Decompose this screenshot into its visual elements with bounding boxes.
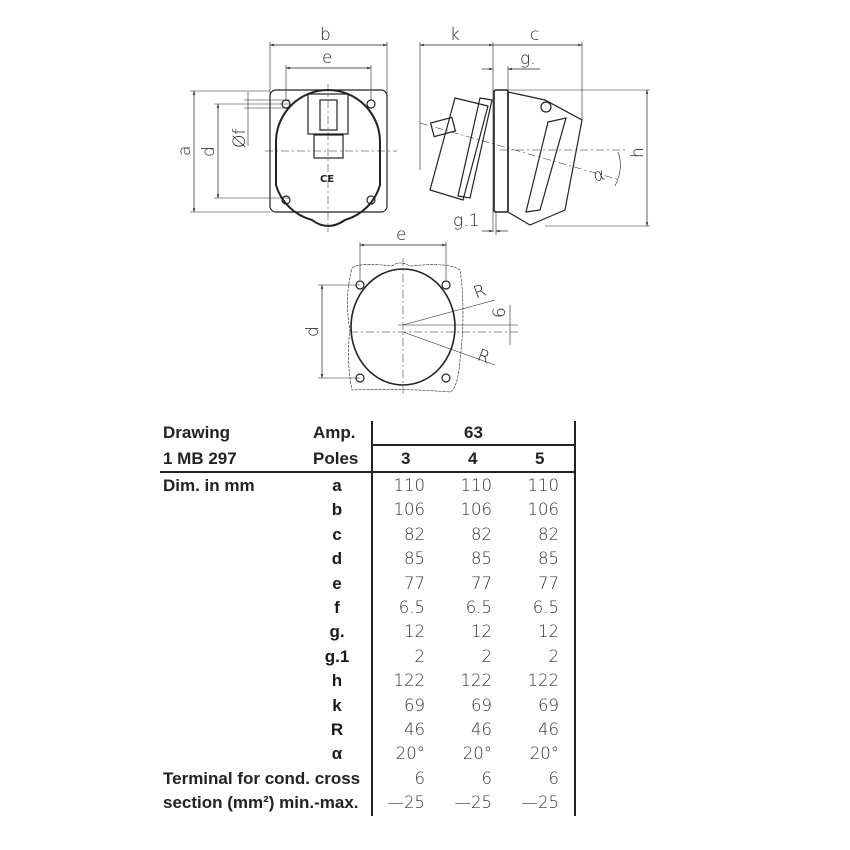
svg-text:g.1: g.1 [453, 211, 479, 231]
drawing-number: 1 MB 297 [163, 449, 237, 468]
terminal-label-line1: Terminal for cond. cross [163, 769, 361, 788]
svg-text:c: c [530, 25, 539, 45]
svg-text:CE: CE [320, 174, 334, 185]
table-rule-header [160, 471, 576, 473]
svg-text:e: e [322, 48, 332, 68]
svg-text:α: α [591, 164, 607, 186]
svg-text:h: h [628, 147, 648, 158]
table-rule-right [574, 421, 576, 816]
poles-4: 4 [468, 449, 478, 468]
table-rule-left [371, 421, 373, 816]
amp-label: Amp. [313, 423, 356, 442]
dim-label: Dim. in mm [163, 476, 255, 495]
svg-text:e: e [396, 225, 406, 245]
svg-text:k: k [450, 25, 460, 45]
svg-text:6: 6 [490, 307, 510, 318]
svg-text:d: d [303, 326, 323, 337]
amp-value: 63 [464, 423, 483, 442]
front-view: b e CE a d Øf [175, 25, 397, 232]
table-rule-amp [372, 444, 576, 446]
svg-text:b: b [320, 25, 331, 45]
poles-label: Poles [313, 449, 359, 468]
terminal-label-line2: section (mm²) min.-max. [163, 793, 359, 812]
side-view: k c g. α h g.1 [419, 25, 650, 235]
svg-text:a: a [175, 146, 195, 156]
svg-text:d: d [199, 146, 219, 157]
poles-5: 5 [535, 449, 545, 468]
svg-text:Øf: Øf [230, 129, 250, 148]
svg-text:g.: g. [520, 49, 536, 69]
drawing-label: Drawing [163, 423, 231, 442]
poles-3: 3 [401, 449, 411, 468]
